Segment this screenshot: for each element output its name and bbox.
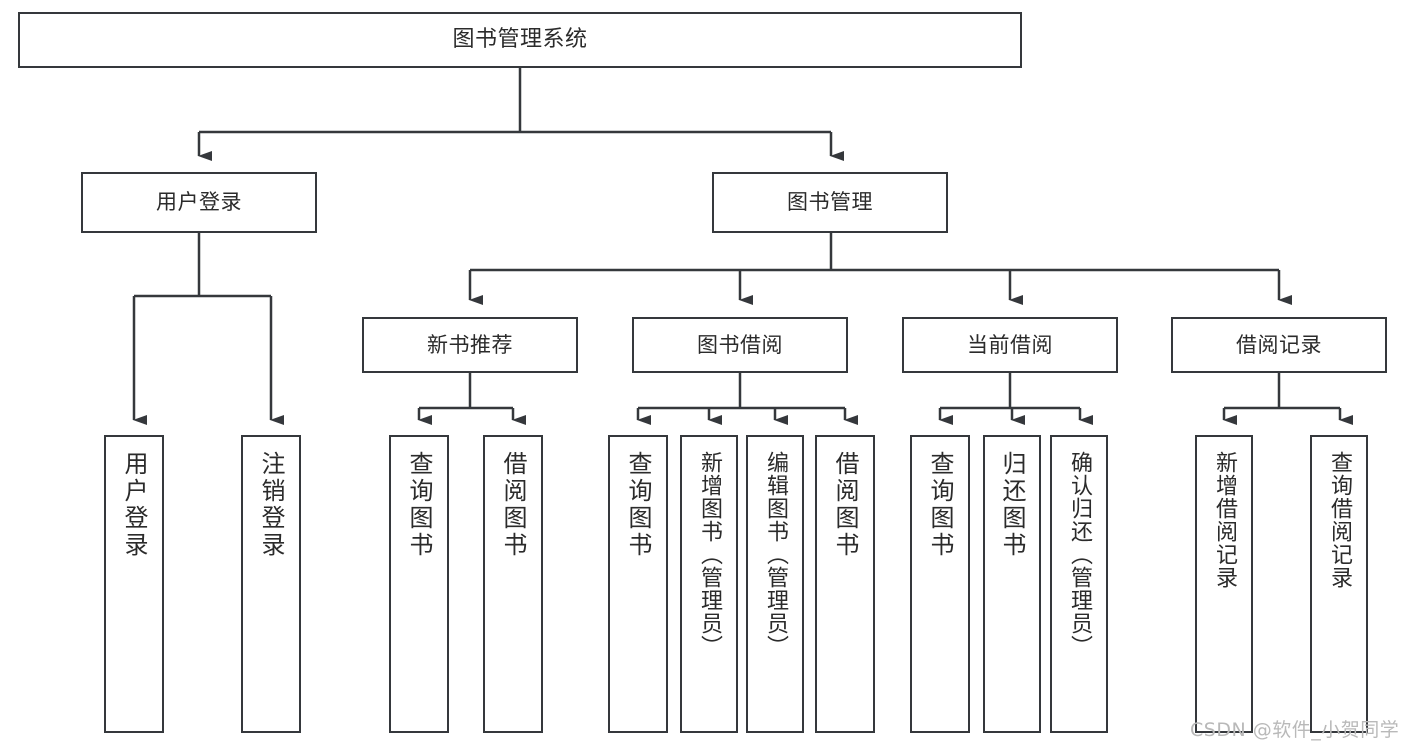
leaf-edit-book-admin[interactable]: 编辑图书（管理员）	[746, 435, 804, 733]
leaf-query-book-borrow-label: 查询图书	[624, 451, 652, 559]
leaf-query-book-current[interactable]: 查询图书	[910, 435, 970, 733]
leaf-query-book-new-label: 查询图书	[405, 451, 433, 559]
node-borrow-record-label: 借阅记录	[1236, 332, 1322, 357]
leaf-query-book-new[interactable]: 查询图书	[389, 435, 449, 733]
node-new-book-recommend-label: 新书推荐	[427, 332, 513, 357]
node-user-login-label: 用户登录	[156, 190, 242, 215]
leaf-add-borrow-record[interactable]: 新增借阅记录	[1195, 435, 1253, 733]
leaf-edit-book-admin-label: 编辑图书（管理员）	[763, 451, 788, 658]
leaf-logout-label: 注销登录	[257, 451, 285, 559]
leaf-return-book[interactable]: 归还图书	[983, 435, 1041, 733]
leaf-query-borrow-record-label: 查询借阅记录	[1327, 451, 1352, 589]
leaf-add-book-admin-label: 新增图书（管理员）	[697, 451, 722, 658]
node-book-borrow[interactable]: 图书借阅	[632, 317, 848, 373]
leaf-confirm-return-admin[interactable]: 确认归还（管理员）	[1050, 435, 1108, 733]
node-book-borrow-label: 图书借阅	[697, 332, 783, 357]
leaf-user-login-label: 用户登录	[120, 451, 148, 559]
node-book-management[interactable]: 图书管理	[712, 172, 948, 233]
csdn-watermark: CSDN @软件_小贺同学	[1190, 719, 1400, 741]
leaf-borrow-book-new-label: 借阅图书	[499, 451, 527, 559]
node-root[interactable]: 图书管理系统	[18, 12, 1022, 68]
node-root-label: 图书管理系统	[452, 27, 588, 53]
leaf-user-login[interactable]: 用户登录	[104, 435, 164, 733]
node-user-login[interactable]: 用户登录	[81, 172, 317, 233]
leaf-query-borrow-record[interactable]: 查询借阅记录	[1310, 435, 1368, 733]
node-current-borrow-label: 当前借阅	[967, 332, 1053, 357]
leaf-borrow-book-borrow[interactable]: 借阅图书	[815, 435, 875, 733]
leaf-add-borrow-record-label: 新增借阅记录	[1212, 451, 1237, 589]
node-borrow-record[interactable]: 借阅记录	[1171, 317, 1387, 373]
leaf-query-book-borrow[interactable]: 查询图书	[608, 435, 668, 733]
node-new-book-recommend[interactable]: 新书推荐	[362, 317, 578, 373]
leaf-return-book-label: 归还图书	[998, 451, 1026, 559]
leaf-add-book-admin[interactable]: 新增图书（管理员）	[680, 435, 738, 733]
leaf-logout[interactable]: 注销登录	[241, 435, 301, 733]
leaf-query-book-current-label: 查询图书	[926, 451, 954, 559]
leaf-borrow-book-borrow-label: 借阅图书	[831, 451, 859, 559]
node-book-management-label: 图书管理	[787, 190, 873, 215]
node-current-borrow[interactable]: 当前借阅	[902, 317, 1118, 373]
leaf-confirm-return-admin-label: 确认归还（管理员）	[1067, 451, 1092, 658]
leaf-borrow-book-new[interactable]: 借阅图书	[483, 435, 543, 733]
